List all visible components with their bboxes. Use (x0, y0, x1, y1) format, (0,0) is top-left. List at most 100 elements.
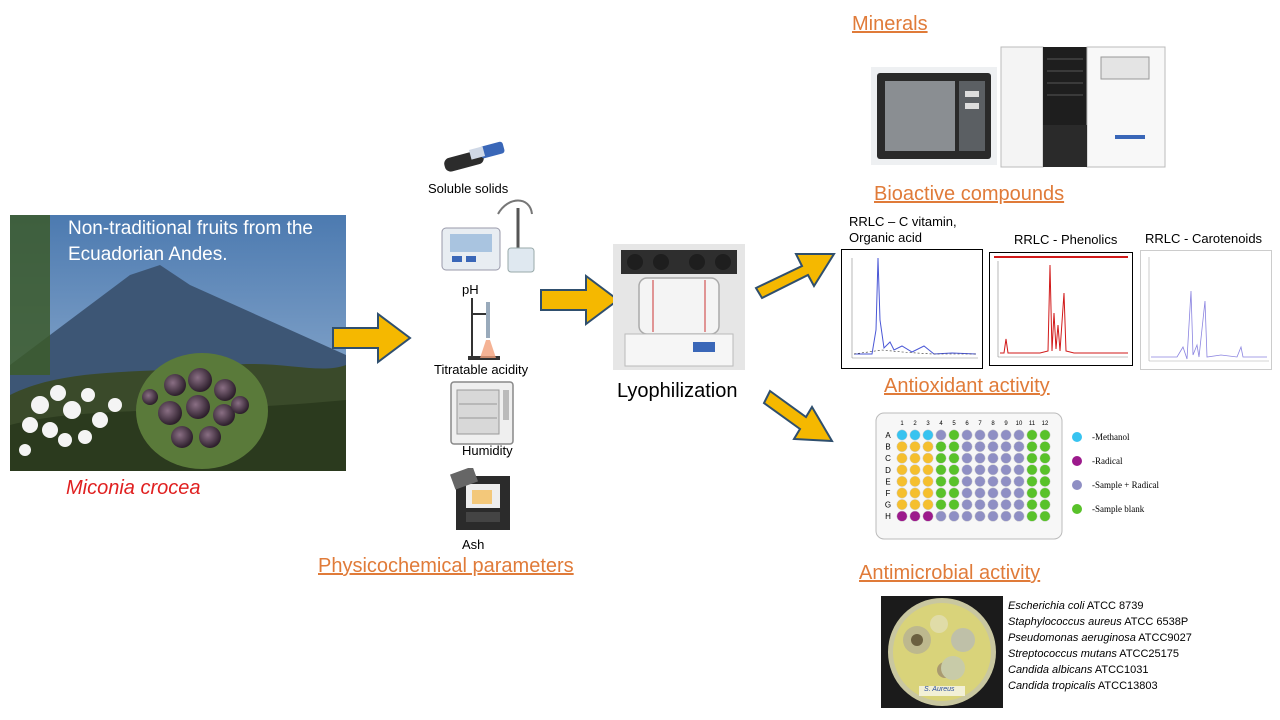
plate-well (1026, 499, 1038, 511)
organism-item: Candida tropicalis ATCC13803 (1008, 680, 1158, 692)
chromatogram-vitamin (841, 249, 983, 369)
bioactive-title: Bioactive compounds (874, 183, 1065, 205)
microwave-digester-icon (871, 67, 997, 165)
plate-well (896, 441, 908, 453)
plate-well (896, 487, 908, 499)
organism-item: Candida albicans ATCC1031 (1008, 664, 1149, 676)
chromatogram-label-phenolics: RRLC - Phenolics (1014, 232, 1118, 247)
arrow-to-lyophilization (540, 274, 620, 326)
plate-well (1039, 499, 1051, 511)
plate-well (1000, 499, 1012, 511)
plate-well (961, 464, 973, 476)
plate-well (935, 452, 947, 464)
legend-sample-radical: -Sample + Radical (1072, 480, 1159, 490)
organism-item: Streptococcus mutans ATCC25175 (1008, 648, 1180, 660)
microorganism-list: Escherichia coli ATCC 8739 Staphylococcu… (1008, 598, 1192, 694)
arrow-to-physicochemical (332, 312, 412, 364)
plate-well (1039, 464, 1051, 476)
legend-dot-sample-radical (1072, 480, 1082, 490)
plate-well (1026, 510, 1038, 522)
plate-column-label: 8 (991, 421, 995, 427)
freeze-dryer-photo (613, 244, 745, 370)
plate-well (987, 475, 999, 487)
plate-well (896, 475, 908, 487)
organism-item: Escherichia coli ATCC 8739 (1008, 600, 1144, 612)
plate-well (935, 429, 947, 441)
ph-label: pH (462, 282, 479, 297)
plate-well (961, 510, 973, 522)
arrow-to-antioxidant (762, 389, 834, 443)
soluble-solids-label: Soluble solids (428, 181, 509, 196)
petri-dish-photo (881, 596, 1003, 708)
plate-well (935, 464, 947, 476)
plate-well (961, 499, 973, 511)
plate-well (909, 510, 921, 522)
plate-well (909, 499, 921, 511)
ash-label: Ash (462, 537, 485, 552)
plate-column-label: 12 (1042, 421, 1049, 427)
plate-well (935, 510, 947, 522)
plate-column-label: 9 (1004, 421, 1008, 427)
arrow-to-bioactive (754, 253, 836, 300)
legend-radical: -Radical (1072, 456, 1159, 466)
plate-row-label: F (886, 489, 891, 498)
plate-well (1039, 510, 1051, 522)
sample-caption: Non-traditional fruits from the Ecuadori… (68, 218, 313, 265)
plate-column-label: 2 (913, 421, 917, 427)
plate-well (974, 429, 986, 441)
plate-well (987, 452, 999, 464)
plate-well (896, 429, 908, 441)
plate-well (974, 475, 986, 487)
plate-well (922, 464, 934, 476)
plate-column-label: 10 (1016, 421, 1023, 427)
plate-row-label: D (885, 466, 891, 475)
plate-well (1039, 452, 1051, 464)
legend-dot-sample-blank (1072, 504, 1082, 514)
plate-well (896, 464, 908, 476)
organism-item: Staphylococcus aureus ATCC 6538P (1008, 616, 1189, 628)
legend-dot-methanol (1072, 432, 1082, 442)
plate-well (935, 441, 947, 453)
plate-column-label: 3 (926, 421, 930, 427)
plate-well (1026, 475, 1038, 487)
plate-well (1039, 475, 1051, 487)
plate-well (1026, 441, 1038, 453)
physicochemical-title: Physicochemical parameters (318, 555, 574, 577)
plate-row-label: A (885, 431, 891, 440)
plate-well (896, 499, 908, 511)
plate-well (974, 487, 986, 499)
plate-well (987, 510, 999, 522)
plate-well (922, 429, 934, 441)
plate-well (1000, 441, 1012, 453)
plate-well (896, 452, 908, 464)
plate-well (961, 441, 973, 453)
plate-well (974, 499, 986, 511)
plate-row-label: B (885, 443, 890, 452)
plate-well (1013, 499, 1025, 511)
organism-item: Pseudomonas aeruginosa ATCC9027 (1008, 632, 1192, 644)
antioxidant-title: Antioxidant activity (884, 375, 1050, 397)
plate-well (922, 452, 934, 464)
plate-well (974, 452, 986, 464)
plate-well (1039, 487, 1051, 499)
plate-row-label: H (885, 512, 891, 521)
plate-well (948, 487, 960, 499)
plate-well (1026, 464, 1038, 476)
plate-well (961, 429, 973, 441)
icp-spectrometer-icon (997, 43, 1169, 171)
antimicrobial-title: Antimicrobial activity (859, 562, 1041, 584)
plate-well (935, 499, 947, 511)
plate-well (922, 499, 934, 511)
plate-well (987, 464, 999, 476)
plate-well (1000, 452, 1012, 464)
burette-icon (468, 298, 500, 360)
plate-well (922, 441, 934, 453)
plate-well (922, 510, 934, 522)
plate-well (974, 510, 986, 522)
plate-well (1039, 429, 1051, 441)
plate-well (961, 475, 973, 487)
species-label: Miconia crocea (66, 477, 201, 499)
legend-sample-blank: -Sample blank (1072, 504, 1159, 514)
plate-well (974, 464, 986, 476)
plate-well (974, 441, 986, 453)
